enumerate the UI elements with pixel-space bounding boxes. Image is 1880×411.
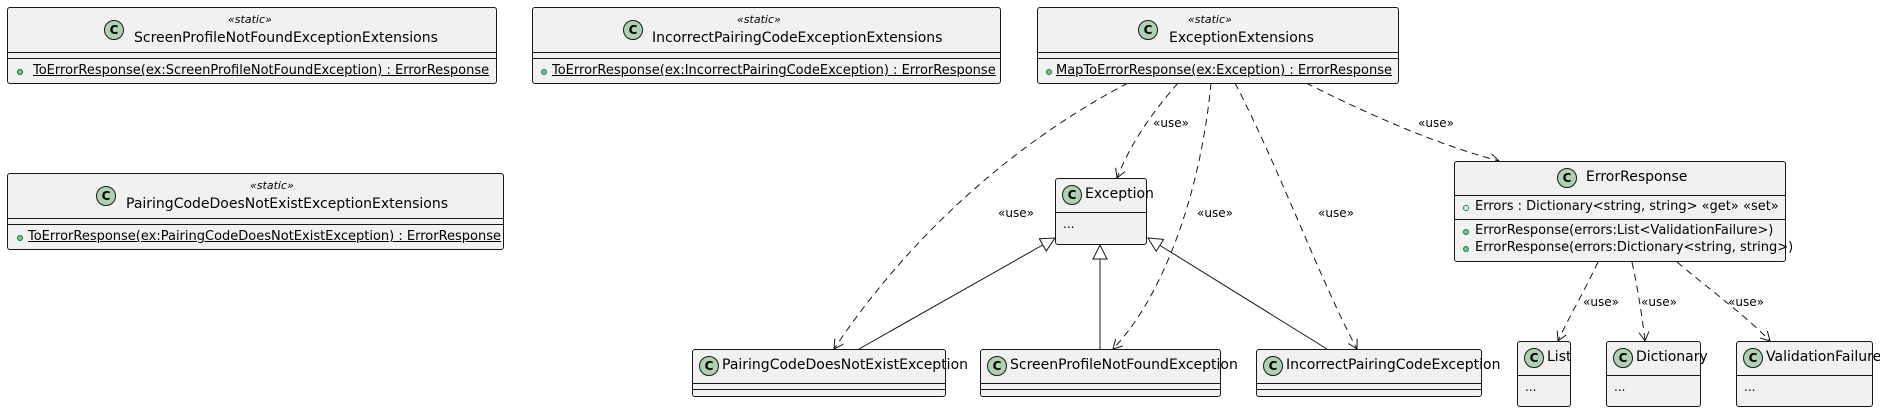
class-field: Errors : Dictionary<string, string> «get… — [1475, 199, 1779, 214]
use-edge-to-dictionary — [1631, 261, 1650, 343]
class-name: List — [1547, 349, 1572, 365]
class-body: ... — [1744, 380, 1756, 394]
class-stereotype: «static» — [250, 179, 294, 192]
class-icon: C — [104, 20, 124, 40]
public-method-icon — [17, 69, 23, 75]
use-label-exception: «use» — [1153, 116, 1189, 130]
public-method-icon — [1046, 69, 1052, 75]
use-label-error-response: «use» — [1418, 116, 1454, 130]
class-dictionary[interactable]: C Dictionary ... — [1606, 341, 1708, 407]
inherit-edge-incorrect — [1147, 237, 1328, 350]
class-method: ToErrorResponse(ex:PairingCodeDoesNotExi… — [28, 229, 502, 244]
class-body: ... — [1525, 380, 1537, 394]
class-screen-profile-exception[interactable]: C ScreenProfileNotFoundException — [980, 349, 1238, 397]
class-validation-failure[interactable]: C ValidationFailure ... — [1736, 341, 1880, 407]
class-icon: C — [1062, 185, 1082, 205]
class-incorrect-pairing-extensions[interactable]: C «static» IncorrectPairingCodeException… — [532, 7, 1001, 84]
class-icon: C — [1524, 348, 1544, 368]
class-name: PairingCodeDoesNotExistExceptionExtensio… — [126, 196, 449, 212]
use-label-incorrect-exc: «use» — [1318, 206, 1354, 220]
class-icon: C — [699, 356, 719, 376]
class-stereotype: «static» — [1188, 13, 1232, 26]
class-pairing-code-exception[interactable]: C PairingCodeDoesNotExistException — [692, 349, 968, 397]
class-icon: C — [1743, 348, 1763, 368]
class-name: ValidationFailure — [1766, 349, 1880, 365]
class-icon: C — [1613, 348, 1633, 368]
use-edge-to-pairing-exc — [833, 82, 1129, 350]
public-method-icon — [1463, 246, 1469, 252]
class-stereotype: «static» — [228, 13, 272, 26]
public-method-icon — [17, 235, 23, 241]
public-field-icon — [1463, 205, 1469, 211]
class-icon: C — [96, 186, 116, 206]
use-edge-to-exception — [1115, 82, 1179, 179]
class-stereotype: «static» — [737, 13, 781, 26]
class-name: ScreenProfileNotFoundExceptionExtensions — [134, 30, 438, 46]
class-icon: C — [1557, 168, 1577, 188]
use-label-screen-exc: «use» — [1197, 206, 1233, 220]
class-name: IncorrectPairingCodeExceptionExtensions — [652, 30, 943, 46]
public-method-icon — [541, 69, 547, 75]
class-incorrect-pairing-exception[interactable]: C IncorrectPairingCodeException — [1256, 349, 1500, 397]
class-name: IncorrectPairingCodeException — [1286, 357, 1501, 373]
inherit-edge-pairing — [858, 237, 1056, 350]
class-method: ToErrorResponse(ex:IncorrectPairingCodeE… — [552, 63, 996, 78]
class-body: ... — [1063, 217, 1075, 231]
class-name: ScreenProfileNotFoundException — [1010, 357, 1238, 373]
class-icon: C — [623, 20, 643, 40]
use-edge-to-incorrect-exc — [1234, 82, 1358, 350]
use-label-dictionary: «use» — [1641, 295, 1677, 309]
use-label-validation: «use» — [1728, 295, 1764, 309]
class-exception[interactable]: C Exception ... — [1055, 178, 1154, 245]
public-method-icon — [1463, 229, 1469, 235]
class-pairing-code-extensions[interactable]: C «static» PairingCodeDoesNotExistExcept… — [7, 173, 504, 250]
use-edge-to-validation — [1676, 261, 1771, 342]
class-constructor-2: ErrorResponse(errors:Dictionary<string, … — [1475, 240, 1794, 255]
class-name: ErrorResponse — [1586, 169, 1688, 185]
use-edge-to-error-response — [1305, 82, 1500, 164]
class-method: MapToErrorResponse(ex:Exception) : Error… — [1056, 63, 1392, 78]
class-icon: C — [1138, 20, 1158, 40]
class-name: PairingCodeDoesNotExistException — [722, 357, 969, 373]
class-body: ... — [1614, 380, 1626, 394]
class-list[interactable]: C List ... — [1517, 341, 1571, 407]
class-method: ToErrorResponse(ex:ScreenProfileNotFound… — [33, 63, 490, 78]
class-error-response[interactable]: C ErrorResponse Errors : Dictionary<stri… — [1454, 161, 1793, 262]
use-label-list: «use» — [1583, 295, 1619, 309]
class-icon: C — [1263, 356, 1283, 376]
class-name: Exception — [1085, 186, 1154, 202]
class-icon: C — [987, 356, 1007, 376]
class-constructor-1: ErrorResponse(errors:List<ValidationFail… — [1475, 223, 1774, 238]
class-name: Dictionary — [1636, 349, 1708, 365]
class-name: ExceptionExtensions — [1169, 30, 1314, 46]
class-screen-profile-extensions[interactable]: C «static» ScreenProfileNotFoundExceptio… — [7, 7, 497, 84]
use-label-pairing-exc: «use» — [998, 206, 1034, 220]
class-exception-extensions[interactable]: C «static» ExceptionExtensions MapToErro… — [1037, 7, 1399, 84]
use-edge-to-screen-exc — [1112, 82, 1212, 350]
